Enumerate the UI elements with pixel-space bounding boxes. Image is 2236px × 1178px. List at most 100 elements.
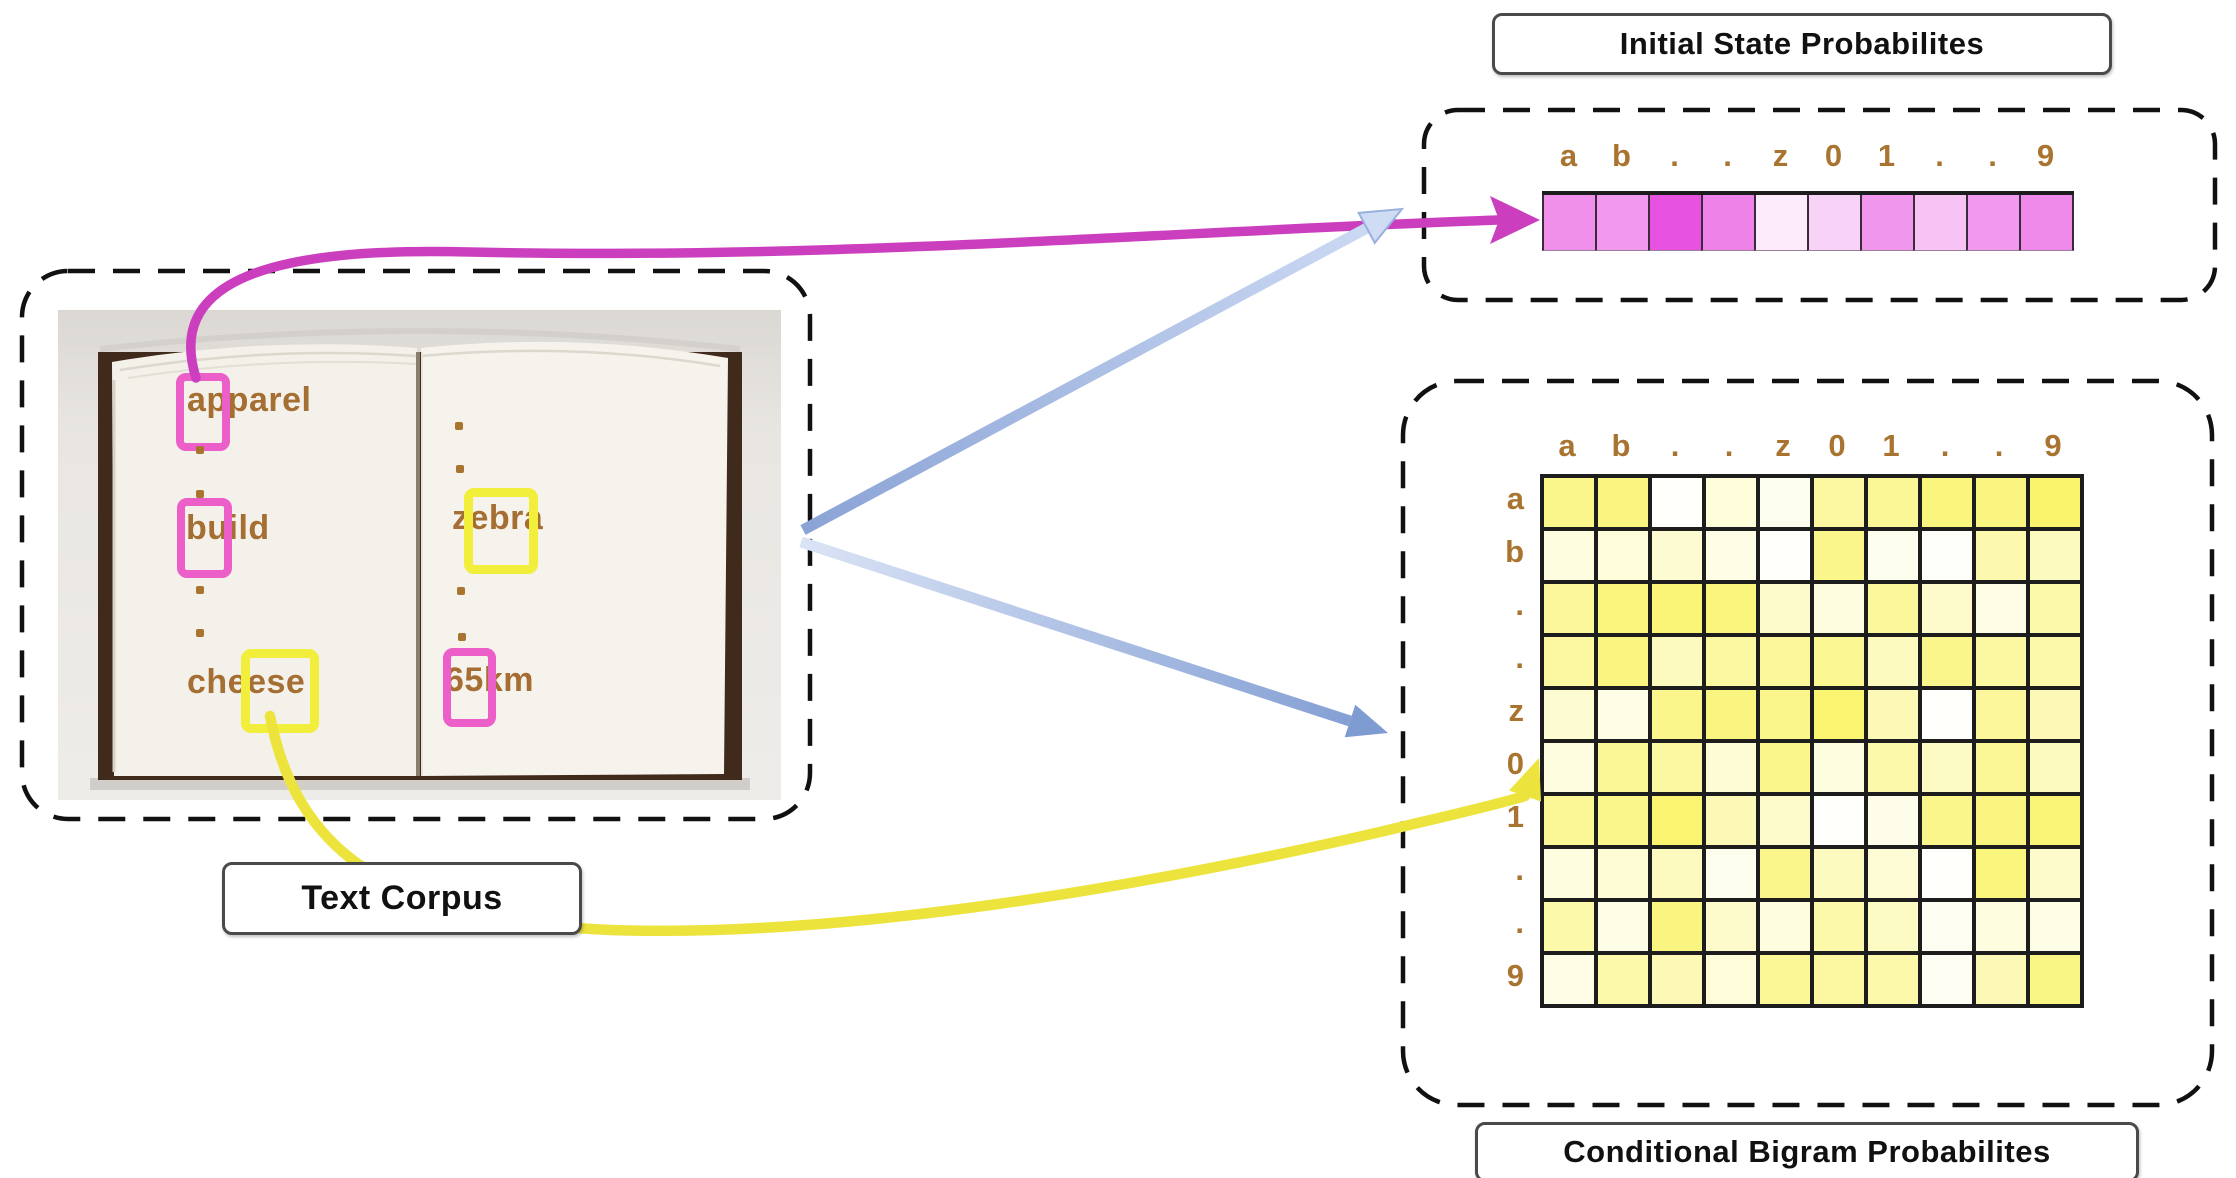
bigram-cell <box>1812 688 1866 741</box>
bigram-cell <box>1596 529 1650 582</box>
text-corpus-title-text: Text Corpus <box>301 879 503 917</box>
corpus-to-bigram-arrow <box>799 536 1388 738</box>
bigram-cell <box>1650 741 1704 794</box>
bigram-cell <box>1596 582 1650 635</box>
state-label: a <box>1506 481 1524 516</box>
bigram-cell <box>1974 635 2028 688</box>
bigram-cell <box>2028 582 2082 635</box>
initial-prob-cell <box>1542 195 1595 251</box>
bigram-cell <box>1920 529 1974 582</box>
ellipsis-dot <box>196 490 204 498</box>
bigram-cell <box>1758 847 1812 900</box>
bigram-cell <box>1758 688 1812 741</box>
state-label: 1 <box>1877 138 1896 173</box>
state-label: 1 <box>1506 799 1524 834</box>
bigram-cell <box>1758 635 1812 688</box>
bigram-cell <box>1866 794 1920 847</box>
bigram-cell <box>1812 635 1866 688</box>
state-label: b <box>1612 138 1631 173</box>
text-corpus-dashed-box <box>19 268 813 822</box>
initial-prob-cell <box>1860 195 1913 251</box>
state-label: . <box>1670 428 1680 463</box>
state-label: 9 <box>2036 138 2055 173</box>
initial-prob-cell <box>2019 195 2074 251</box>
bigram-cell <box>2028 847 2082 900</box>
bigram-cell <box>1542 794 1596 847</box>
bigram-cell <box>1704 953 1758 1006</box>
bigram-cell <box>1866 529 1920 582</box>
bigram-cell <box>1596 794 1650 847</box>
char-highlight-yellow <box>464 488 538 574</box>
bigram-cell <box>1650 847 1704 900</box>
bigram-cell <box>2028 635 2082 688</box>
bigram-cell <box>2028 688 2082 741</box>
state-label: a <box>1559 138 1578 173</box>
bigram-cell <box>1758 953 1812 1006</box>
bigram-cell <box>1866 741 1920 794</box>
bigram-cell <box>1866 582 1920 635</box>
bigram-cell <box>1596 900 1650 953</box>
state-label: b <box>1505 534 1524 569</box>
state-label: . <box>1940 428 1950 463</box>
bigram-cell <box>1812 847 1866 900</box>
initial-probability-row <box>1542 191 2074 251</box>
ellipsis-dot <box>457 587 465 595</box>
bigram-cell <box>1758 741 1812 794</box>
state-label: z <box>1508 693 1525 728</box>
bigram-cell <box>1974 529 2028 582</box>
bigram-cell <box>1542 635 1596 688</box>
initial-prob-cell <box>1701 195 1754 251</box>
bigram-title: Conditional Bigram Probabilites <box>1475 1122 2139 1178</box>
bigram-cell <box>1650 794 1704 847</box>
bigram-cell <box>2028 953 2082 1006</box>
bigram-heatmap <box>1540 474 2084 1008</box>
bigram-cell <box>1974 847 2028 900</box>
ellipsis-dot <box>196 446 204 454</box>
bigram-cell <box>1812 529 1866 582</box>
state-label: . <box>1723 138 1732 173</box>
bigram-cell <box>1542 529 1596 582</box>
bigram-cell <box>2028 476 2082 529</box>
bigram-cell <box>1704 688 1758 741</box>
bigram-cell <box>1974 688 2028 741</box>
bigram-cell <box>1650 953 1704 1006</box>
ellipsis-dot <box>458 633 466 641</box>
state-label: 9 <box>1506 958 1524 993</box>
state-label: 1 <box>1882 428 1900 463</box>
state-label: b <box>1611 428 1631 463</box>
state-label: . <box>1515 852 1524 887</box>
state-label: 0 <box>1824 138 1843 173</box>
state-label: . <box>1935 138 1944 173</box>
bigram-cell <box>1542 688 1596 741</box>
book-photo <box>58 310 781 800</box>
bigram-cell <box>1812 900 1866 953</box>
bigram-cell <box>1812 476 1866 529</box>
bigram-cell <box>1704 794 1758 847</box>
state-label: 0 <box>1506 746 1524 781</box>
bigram-cell <box>1758 794 1812 847</box>
bigram-cell <box>1758 900 1812 953</box>
state-label: . <box>1988 138 1997 173</box>
bigram-cell <box>1920 900 1974 953</box>
bigram-cell <box>1866 953 1920 1006</box>
bigram-cell <box>1542 476 1596 529</box>
bigram-cell <box>1974 582 2028 635</box>
bigram-cell <box>1974 476 2028 529</box>
bigram-cell <box>2028 900 2082 953</box>
bigram-cell <box>1812 794 1866 847</box>
bigram-cell <box>1812 582 1866 635</box>
magenta-initial-arrow <box>186 196 1540 383</box>
bigram-cell <box>2028 794 2082 847</box>
initial-prob-cell <box>1648 195 1701 251</box>
bigram-cell <box>1920 582 1974 635</box>
bigram-cell <box>1758 529 1812 582</box>
bigram-cell <box>1920 688 1974 741</box>
bigram-cell <box>2028 741 2082 794</box>
state-label: 0 <box>1828 428 1846 463</box>
state-label: . <box>1515 640 1524 675</box>
initial-prob-cell <box>1913 195 1966 251</box>
bigram-cell <box>1542 582 1596 635</box>
bigram-cell <box>1974 741 2028 794</box>
bigram-cell <box>1704 529 1758 582</box>
